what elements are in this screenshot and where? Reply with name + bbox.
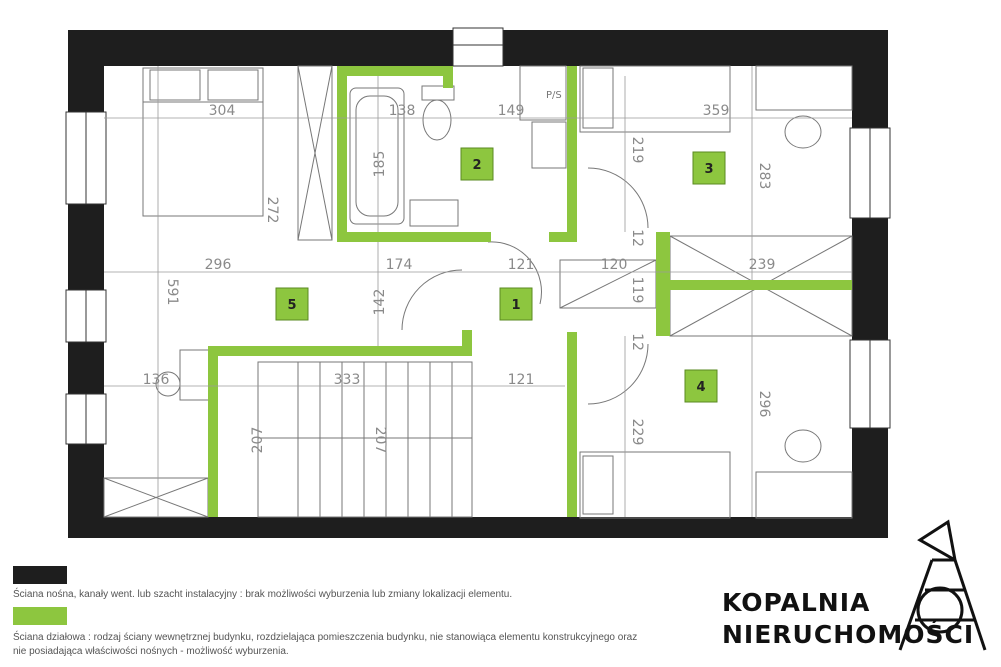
dim-591: 591 xyxy=(164,279,180,306)
dim-121: 121 xyxy=(508,257,535,273)
room-4-label: 4 xyxy=(696,380,705,395)
dim-149: 149 xyxy=(498,103,525,119)
dim-229: 229 xyxy=(629,419,645,446)
dim-283: 283 xyxy=(756,163,772,190)
room-2-label: 2 xyxy=(472,158,481,173)
brand-line2: NIERUCHOMOŚCI xyxy=(722,620,975,649)
dim-12-bottom: 12 xyxy=(629,333,645,351)
dim-219: 219 xyxy=(629,137,645,164)
room-labels: 1 2 3 4 5 xyxy=(275,147,726,403)
dimension-labels: 304 138 149 359 185 219 283 272 296 174 … xyxy=(143,90,776,453)
ps-label: P/S xyxy=(546,90,562,101)
windows xyxy=(65,27,891,445)
partition-walls xyxy=(208,66,852,517)
partition-wall-legend-line1: Ściana działowa : rodzaj ściany wewnętrz… xyxy=(13,632,638,643)
dimension-lines xyxy=(104,66,852,517)
dim-359: 359 xyxy=(703,103,730,119)
brand-line1: KOPALNIA xyxy=(722,588,871,617)
partition-wall-legend-line2: nie posiadająca właściwości nośnych - mo… xyxy=(13,646,289,657)
dim-119: 119 xyxy=(629,277,645,304)
dim-207-left: 207 xyxy=(250,427,266,454)
room-1-label: 1 xyxy=(511,298,520,313)
room-3-label: 3 xyxy=(704,162,713,177)
dim-121-lower: 121 xyxy=(508,372,535,388)
dim-296-right: 296 xyxy=(756,391,772,418)
dim-12-top: 12 xyxy=(629,229,645,247)
dim-333: 333 xyxy=(334,372,361,388)
dim-174: 174 xyxy=(386,257,413,273)
dim-142: 142 xyxy=(372,289,388,316)
bearing-wall-legend: Ściana nośna, kanały went. lub szacht in… xyxy=(13,589,513,600)
dim-296: 296 xyxy=(205,257,232,273)
dim-207-right: 207 xyxy=(372,427,388,454)
dim-185: 185 xyxy=(372,151,388,178)
bearing-wall-swatch xyxy=(13,566,67,584)
dim-272: 272 xyxy=(264,197,280,224)
dim-239: 239 xyxy=(749,257,776,273)
brand-logo-icon xyxy=(898,519,987,651)
dim-304: 304 xyxy=(209,103,236,119)
partition-wall-swatch xyxy=(13,607,67,625)
dim-120: 120 xyxy=(601,257,628,273)
furniture xyxy=(103,65,853,519)
room-5-label: 5 xyxy=(287,298,296,313)
dim-136: 136 xyxy=(143,372,170,388)
dim-138: 138 xyxy=(389,103,416,119)
